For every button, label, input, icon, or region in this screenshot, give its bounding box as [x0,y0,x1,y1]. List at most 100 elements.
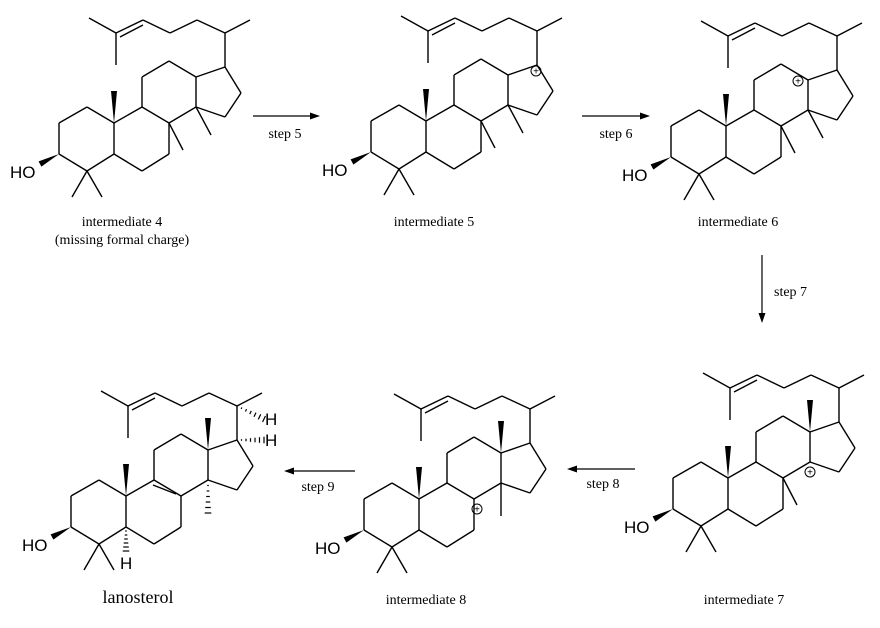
hydrogen-hash-bond [122,530,130,552]
molecule-intermediate-7: HO+ [624,372,865,553]
step-9-arrow [284,467,355,475]
bond [236,465,254,491]
bond [398,104,427,122]
bond [168,106,197,124]
step-6-arrow [582,112,650,120]
bond [418,482,448,500]
bond [836,69,854,97]
bond [807,69,838,81]
bond [783,374,812,389]
bond [727,461,757,479]
hydrogen-label-c20: H [265,410,277,429]
bond [473,482,502,500]
double-bond-line [733,379,758,393]
methyl-wedge-bond [807,400,813,432]
hash-stroke [240,407,243,410]
bond [474,395,503,410]
bond [224,19,251,34]
bond [672,461,702,479]
bond [370,104,400,122]
bond [180,433,209,451]
arrow-head-icon [310,112,320,120]
arrow-head-icon [284,467,294,475]
bond [446,529,475,548]
hydrogen-label-c5: H [120,554,132,573]
step-8-label: step 8 [586,477,619,492]
bond [181,392,210,407]
label-intermediate-5: intermediate 5 [394,215,474,230]
bond [113,153,143,172]
bond [236,392,263,407]
bond [100,390,129,407]
methyl-bond [698,173,715,201]
bond [113,106,143,124]
cation-charge-icon [471,503,483,515]
bond [670,156,700,175]
bond [141,153,170,172]
bond [115,19,144,34]
bond [536,17,563,32]
label-intermediate-4: intermediate 4 [82,215,162,230]
bond [807,109,838,121]
bond [363,529,393,548]
bond [420,395,449,410]
methyl-bond [685,525,702,553]
bond [195,66,226,78]
arrow-head-icon [758,313,766,323]
bond [393,393,422,410]
cation-plus-sign: + [533,67,539,78]
hydroxyl-wedge-bond [652,509,673,522]
bond [700,461,729,479]
bond [169,19,198,34]
bond [446,482,475,500]
methyl-wedge-bond [111,91,117,123]
double-bond-line [131,397,156,411]
methyl-bond [398,168,415,196]
bond [670,109,700,127]
label-intermediate-7: intermediate 7 [704,593,784,608]
bond [363,482,393,500]
bond [418,529,448,548]
cation-charge-icon [530,65,542,77]
double-bond-line [424,400,449,414]
bond [780,63,809,81]
bond [698,156,727,175]
methyl-wedge-bond [205,418,211,450]
bond [454,17,483,32]
molecule-intermediate-5: HO+ [322,15,563,196]
bond [236,439,254,467]
bond [838,447,856,473]
methyl-bond [507,104,524,134]
bond [753,109,782,127]
bond [508,17,538,32]
bond [141,106,170,124]
methyl-bond [195,106,212,136]
methyl-bond [807,109,824,139]
bond [507,104,538,116]
methyl-bond [700,525,717,553]
bond [836,95,854,121]
bond [782,461,811,479]
bond [391,482,420,500]
sublabel-intermediate-4: (missing formal charge) [55,233,190,248]
label-intermediate-8: intermediate 8 [386,593,466,608]
hydroxyl-label: HO [315,539,341,558]
bond [781,22,810,37]
bond [529,468,547,494]
bond [153,433,182,451]
hydroxyl-wedge-bond [50,527,71,540]
methyl-wedge-bond [725,446,731,478]
bond [224,92,242,118]
bond [70,526,100,545]
bond [447,395,476,410]
bond [755,508,784,527]
hydroxyl-wedge-bond [38,154,59,167]
hash-stroke [249,410,252,415]
bond [810,374,840,389]
bond [725,156,755,175]
hash-stroke [257,414,262,420]
bond [427,17,456,32]
hydroxyl-wedge-bond [343,530,364,543]
bond [180,479,209,497]
label-intermediate-6: intermediate 6 [698,215,778,230]
